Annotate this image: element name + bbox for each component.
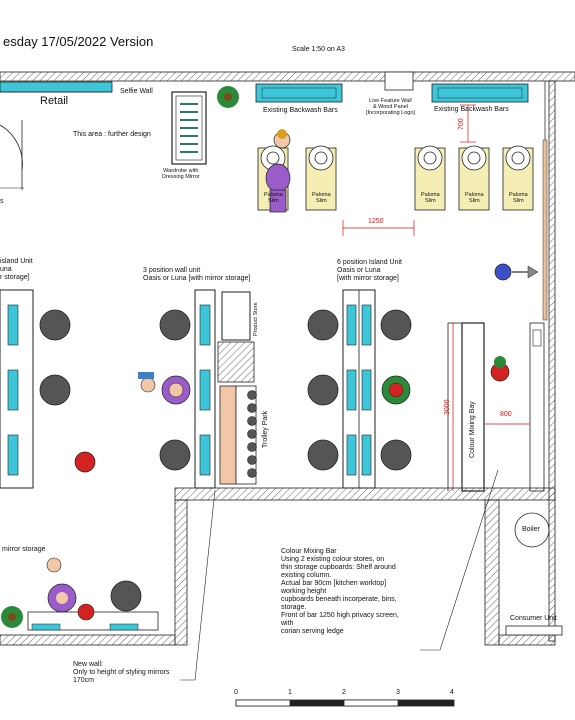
scale-tick: 1	[288, 689, 292, 696]
boiler-icon	[505, 512, 563, 636]
basin-label: Paloma Slim	[264, 192, 283, 204]
further-design-label: This area : further design	[73, 131, 151, 138]
bottom-left-station	[27, 557, 159, 631]
new-wall-note: New wall: Only to height of styling mirr…	[73, 661, 170, 684]
backwash-basins	[257, 145, 534, 211]
wardrobe-label: Wardrobe with Dressing Mirror	[162, 168, 200, 180]
dimension-lines	[452, 323, 530, 491]
plant-icon	[1, 86, 239, 628]
backwash-left-label: Existing Backwash Bars	[263, 107, 338, 114]
feature-wall-label: Live Feature Wall & Wood Panel [Incorpor…	[366, 98, 415, 116]
right-wall	[542, 80, 556, 642]
basin-label: Paloma Slim	[312, 192, 331, 204]
dimension-1250: 1250	[368, 218, 384, 225]
trolley-park	[247, 390, 257, 478]
wall-unit	[194, 289, 257, 489]
left-island-label: island Unit una r storage]	[0, 258, 33, 281]
colour-bar-notes: Colour Mixing Bar Using 2 existing colou…	[281, 548, 399, 635]
colour-mixing-bay	[447, 322, 545, 492]
six-position-island	[342, 289, 376, 489]
scale-tick: 4	[450, 689, 454, 696]
dimension-lines	[342, 104, 476, 236]
plan-title: esday 17/05/2022 Version	[3, 34, 154, 49]
scale-tick: 3	[396, 689, 400, 696]
leader-lines	[180, 469, 499, 681]
trolley-park-label: Trolley Park	[262, 410, 269, 448]
basin-label: Paloma Slim	[465, 192, 484, 204]
interior-wall	[0, 487, 556, 646]
backwash-bars	[255, 83, 529, 103]
retail-label: Retail	[40, 95, 69, 107]
scale-tick: 0	[234, 689, 238, 696]
boiler-label: Boiler	[522, 526, 540, 533]
basin-label: Paloma Slim	[509, 192, 528, 204]
left-island-unit	[0, 289, 34, 489]
mirror-storage-label: mirror storage	[2, 546, 46, 553]
styling-chairs	[39, 309, 412, 612]
six-position-island-label: 6 position Island Unit Oasis or Luna [wi…	[337, 259, 402, 282]
wall-unit-label: 3 position wall unit Oasis or Luna [with…	[143, 267, 251, 282]
product-store-label: Product Store	[253, 302, 259, 336]
scale-note: Scale 1:50 on A3	[292, 46, 345, 53]
dimension-3000: 3000	[444, 399, 451, 415]
dimension-700: 700	[458, 118, 465, 130]
backwash-right-label: Existing Backwash Bars	[434, 106, 509, 113]
wardrobe	[171, 91, 207, 165]
top-wall	[0, 71, 575, 91]
colour-mixing-bay-label: Colour Mixing Bay	[469, 401, 476, 458]
consumer-unit-label: Consumer Unit	[510, 615, 557, 622]
person-icon	[74, 263, 539, 473]
left-s-label: s	[0, 198, 4, 205]
person-icon	[265, 129, 291, 213]
scale-tick: 2	[342, 689, 346, 696]
basin-label: Paloma Slim	[421, 192, 440, 204]
retail-counter	[0, 81, 113, 93]
scale-bar	[235, 699, 455, 707]
selfie-wall-label: Selfie Wall	[120, 88, 153, 95]
door	[0, 120, 24, 190]
dimension-800: 800	[500, 411, 512, 418]
